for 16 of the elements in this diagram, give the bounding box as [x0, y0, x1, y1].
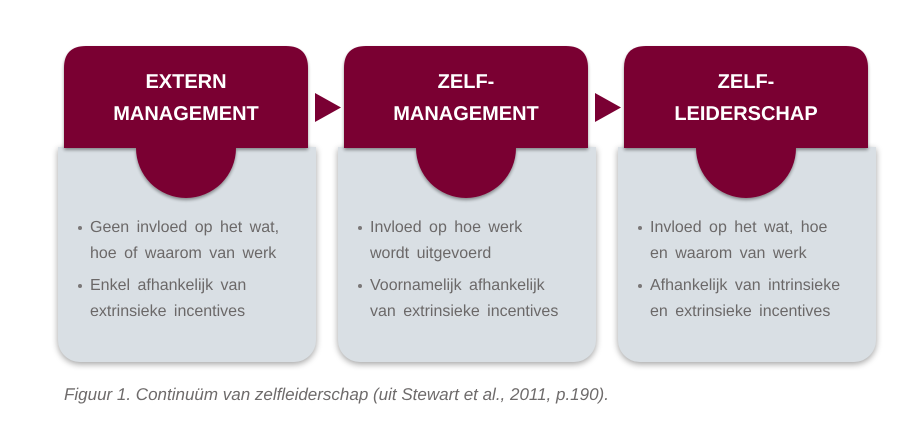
- heading-text: ZELF- LEIDERSCHAP: [673, 70, 819, 127]
- bullet-text: Invloed op hoe werk wordt uitgevoerd: [370, 218, 524, 264]
- header-tab: [344, 46, 588, 198]
- bullet-text: Enkel afhankelijk van extrinsieke incentives: [90, 276, 248, 322]
- content-card: [58, 147, 316, 362]
- bullet-text: Invloed op het wat, hoe en waarom van werk: [650, 218, 828, 264]
- header-tab: [624, 46, 868, 198]
- content-card: [618, 147, 876, 362]
- header-tab: [64, 46, 308, 198]
- bullet-text: Geen invloed op het wat, hoe of waarom van werk: [90, 218, 280, 264]
- content-card: [338, 147, 596, 362]
- heading-text: ZELF- MANAGEMENT: [392, 70, 540, 127]
- figure-caption: Figuur 1. Continuüm van zelfleiderschap (uit Stewart et al., 2011, p.190).: [64, 385, 609, 405]
- bullet-text: Voornamelijk afhankelijk van extrinsieke incentives: [370, 276, 560, 322]
- bullet-text: Afhankelijk van intrinsieke en extrinsieke incentives: [650, 276, 842, 322]
- heading-text: EXTERN MANAGEMENT: [112, 70, 260, 127]
